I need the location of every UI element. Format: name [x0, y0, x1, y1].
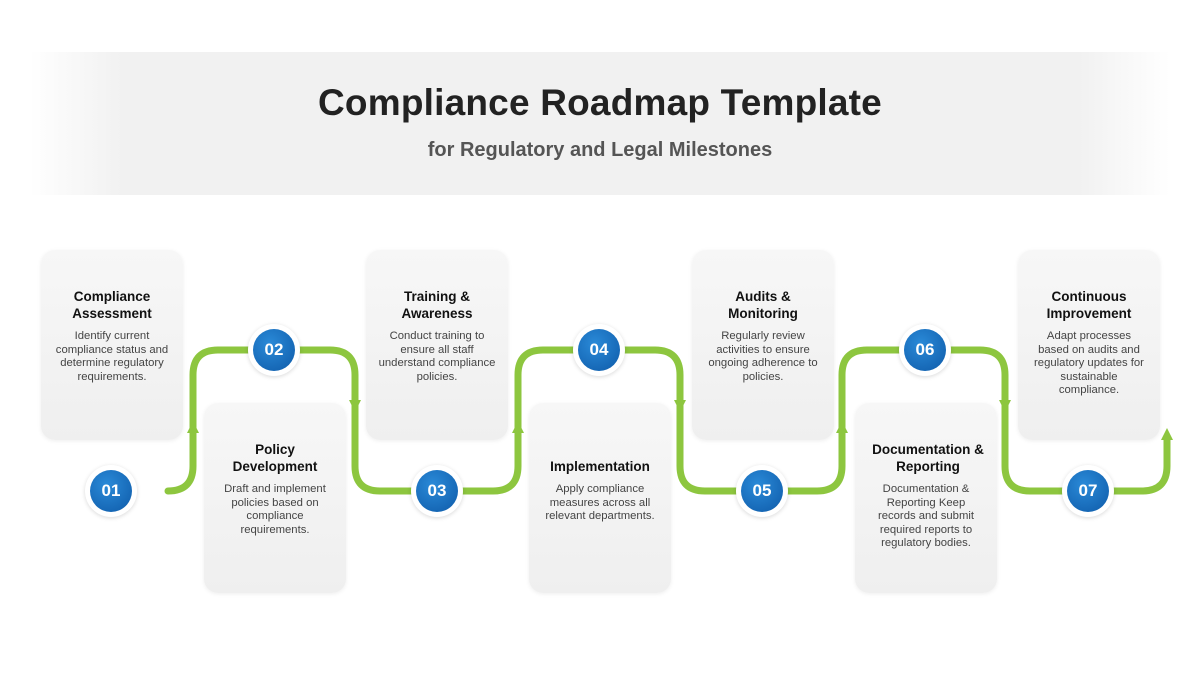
step-title: Compliance Assessment	[72, 289, 152, 321]
step-title: Policy Development	[232, 442, 318, 474]
step-title: Audits & Monitoring	[728, 289, 798, 321]
arrow-up-3	[512, 421, 524, 433]
arrow-up-1	[187, 421, 199, 433]
arrow-down-6	[999, 400, 1011, 412]
step-description: Regularly review activities to ensure on…	[708, 330, 818, 383]
step-number: 02	[253, 329, 295, 371]
step-card-7: Continuous Improvement Adapt processes b…	[1018, 250, 1160, 440]
step-description: Adapt processes based on audits and regu…	[1034, 330, 1144, 397]
step-description: Draft and implement policies based on co…	[224, 483, 326, 536]
step-badge-06: 06	[899, 324, 951, 376]
arrow-down-4	[674, 400, 686, 412]
step-number: 01	[90, 470, 132, 512]
page-title: Compliance Roadmap Template	[318, 82, 882, 123]
step-title: Training & Awareness	[401, 289, 473, 321]
step-number: 06	[904, 329, 946, 371]
arrow-up-7	[1161, 428, 1173, 440]
page-subtitle: for Regulatory and Legal Milestones	[427, 139, 773, 161]
step-number: 04	[578, 329, 620, 371]
step-description: Identify current compliance status and d…	[55, 330, 169, 383]
step-badge-01: 01	[85, 465, 137, 517]
step-title: Continuous Improvement	[1046, 289, 1132, 321]
step-badge-05: 05	[736, 465, 788, 517]
header-band	[30, 52, 1170, 195]
step-description: Apply compliance measures across all rel…	[545, 483, 655, 523]
step-badge-04: 04	[573, 324, 625, 376]
step-badge-03: 03	[411, 465, 463, 517]
arrow-up-5	[836, 421, 848, 433]
step-card-2: Policy Development Draft and implement p…	[204, 403, 346, 593]
step-badge-07: 07	[1062, 465, 1114, 517]
arrow-down-2	[349, 400, 361, 412]
path-arrowheads	[187, 400, 1173, 440]
step-card-4: Implementation Apply compliance measures…	[529, 403, 671, 593]
step-card-1: Compliance Assessment Identify current c…	[41, 250, 183, 440]
step-number: 05	[741, 470, 783, 512]
step-title: Documentation & Reporting	[872, 442, 984, 474]
step-title: Implementation	[550, 459, 650, 474]
step-number: 03	[416, 470, 458, 512]
step-description: Documentation & Reporting Keep records a…	[877, 483, 975, 550]
step-number: 07	[1067, 470, 1109, 512]
step-card-3: Training & Awareness Conduct training to…	[366, 250, 508, 440]
path-main	[164, 346, 1171, 495]
step-description: Conduct training to ensure all staff und…	[378, 330, 496, 383]
step-card-5: Audits & Monitoring Regularly review act…	[692, 250, 834, 440]
step-card-6: Documentation & Reporting Documentation …	[855, 403, 997, 593]
step-badge-02: 02	[248, 324, 300, 376]
